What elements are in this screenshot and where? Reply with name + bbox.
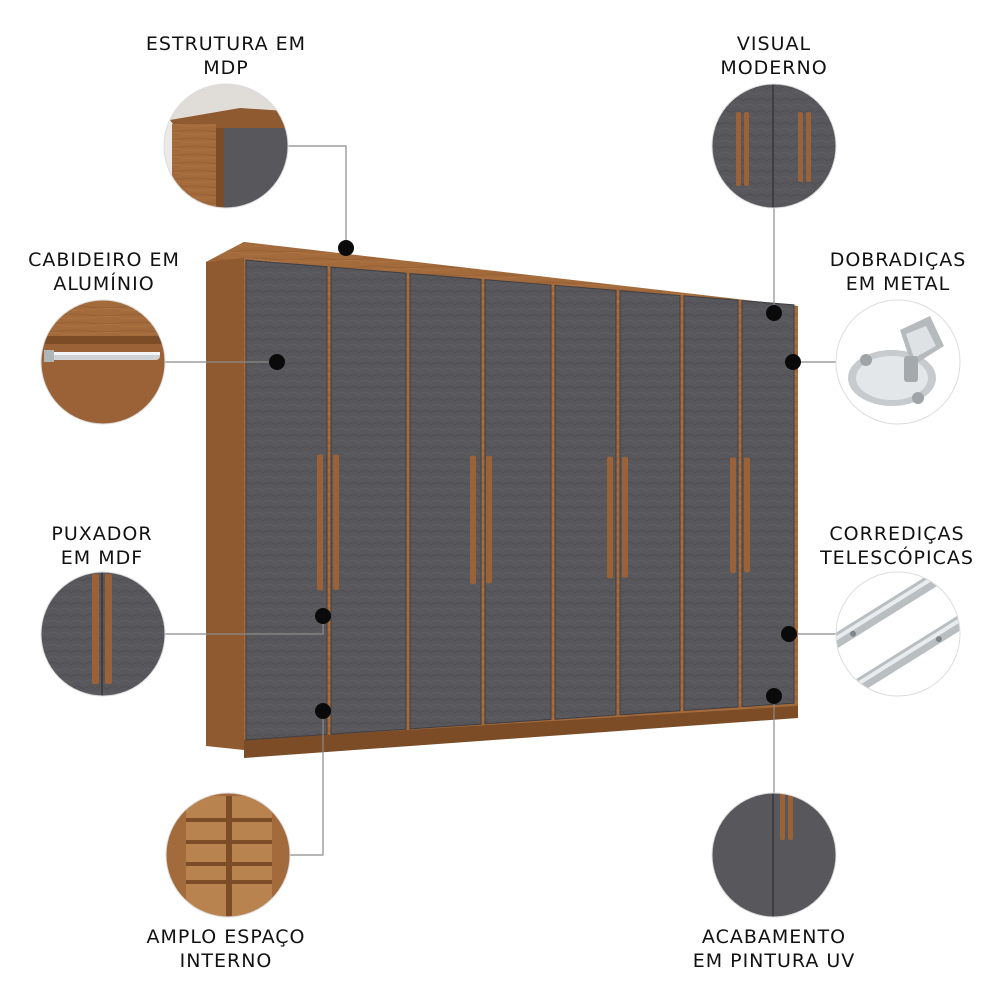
label-espaco-line2: INTERNO bbox=[179, 950, 273, 972]
door-handle bbox=[470, 455, 476, 585]
wardrobe-door bbox=[330, 266, 407, 735]
leader-lines bbox=[165, 145, 836, 856]
label-visual-line1: VISUAL bbox=[736, 33, 812, 55]
label-corredicas-line2: TELESCÓPICAS bbox=[820, 547, 974, 569]
dot-dobradicas bbox=[785, 354, 801, 370]
leader-estrutura bbox=[288, 145, 347, 248]
door-handle bbox=[744, 457, 750, 573]
label-espaco-line1: AMPLO ESPAÇO bbox=[146, 926, 306, 948]
handle-closeup-icon bbox=[41, 572, 165, 696]
dot-cabideiro bbox=[269, 354, 285, 370]
wardrobe bbox=[206, 242, 798, 758]
dot-corredicas bbox=[781, 626, 797, 642]
wardrobe-base bbox=[244, 706, 798, 758]
label-visual-line2: MODERNO bbox=[720, 57, 828, 79]
wardrobe-door bbox=[554, 284, 617, 720]
label-puxador: PUXADOR EM MDF bbox=[0, 522, 222, 570]
door-handle bbox=[607, 456, 613, 579]
dot-acabamento bbox=[766, 688, 782, 704]
wardrobe-door bbox=[484, 279, 552, 725]
wardrobe-door bbox=[741, 300, 795, 708]
label-estrutura-line1: ESTRUTURA EM bbox=[145, 33, 307, 55]
door-handle bbox=[486, 455, 492, 584]
label-acabamento: ACABAMENTO EM PINTURA UV bbox=[654, 925, 894, 973]
dot-espaco bbox=[315, 703, 331, 719]
door-handle bbox=[730, 457, 736, 573]
label-dobradicas-line2: EM METAL bbox=[845, 273, 951, 295]
wardrobe-doors bbox=[245, 259, 795, 741]
wardrobe-door bbox=[619, 290, 681, 716]
wardrobe-side-panel bbox=[206, 242, 244, 750]
label-cabideiro: CABIDEIRO EM ALUMÍNIO bbox=[0, 248, 224, 296]
label-acabamento-line2: EM PINTURA UV bbox=[692, 950, 856, 972]
label-corredicas: CORREDIÇAS TELESCÓPICAS bbox=[777, 522, 1000, 570]
interior-shelves-icon bbox=[166, 793, 290, 917]
metal-hinge-icon bbox=[836, 300, 960, 424]
wardrobe-handles bbox=[317, 454, 750, 591]
modern-doors-icon bbox=[712, 84, 836, 208]
leader-espaco bbox=[290, 711, 324, 856]
label-cabideiro-line2: ALUMÍNIO bbox=[53, 273, 155, 295]
uv-finish-icon bbox=[712, 793, 836, 917]
door-handle bbox=[333, 454, 339, 590]
label-dobradicas-line1: DOBRADIÇAS bbox=[829, 249, 967, 271]
label-dobradicas: DOBRADIÇAS EM METAL bbox=[778, 248, 1000, 296]
dot-puxador bbox=[315, 608, 331, 624]
door-handle bbox=[622, 456, 628, 578]
wardrobe-door bbox=[409, 272, 482, 730]
label-espaco: AMPLO ESPAÇO INTERNO bbox=[106, 925, 346, 973]
wardrobe-door bbox=[245, 259, 328, 741]
label-visual: VISUAL MODERNO bbox=[654, 32, 894, 80]
wardrobe-door bbox=[683, 295, 739, 712]
label-puxador-line1: PUXADOR bbox=[51, 523, 153, 545]
label-puxador-line2: EM MDF bbox=[60, 547, 144, 569]
label-estrutura-line2: MDP bbox=[203, 57, 249, 79]
label-cabideiro-line1: CABIDEIRO EM bbox=[28, 249, 180, 271]
label-corredicas-line1: CORREDIÇAS bbox=[829, 523, 965, 545]
telescopic-slide-icon bbox=[836, 572, 960, 696]
hanger-rail-icon bbox=[41, 300, 165, 424]
label-acabamento-line1: ACABAMENTO bbox=[701, 926, 847, 948]
callout-dots bbox=[269, 240, 801, 719]
dot-visual bbox=[766, 305, 782, 321]
door-handle bbox=[317, 454, 323, 591]
label-estrutura: ESTRUTURA EM MDP bbox=[106, 32, 346, 80]
dot-estrutura bbox=[338, 240, 354, 256]
